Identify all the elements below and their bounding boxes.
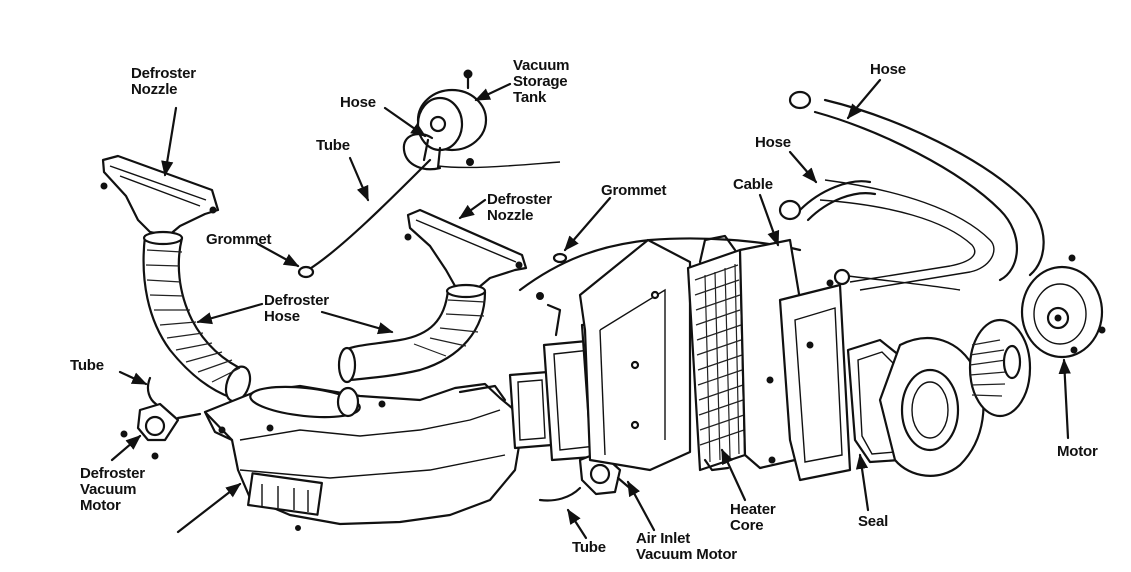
heater-housing bbox=[203, 382, 522, 531]
label-tube-left: Tube bbox=[70, 357, 104, 374]
label-motor: Motor bbox=[1057, 443, 1098, 460]
label-cable: Cable bbox=[733, 176, 773, 193]
label-heater-core: Heater Core bbox=[730, 501, 776, 534]
label-defroster-nozzle-left: Defroster Nozzle bbox=[131, 65, 196, 98]
defroster-vacuum-motor bbox=[120, 376, 202, 460]
leader-arrows bbox=[110, 78, 1071, 540]
label-tube-top: Tube bbox=[316, 137, 350, 154]
label-grommet-left: Grommet bbox=[206, 231, 272, 248]
large-air-hoses bbox=[798, 98, 1045, 291]
label-defroster-hose: Defroster Hose bbox=[264, 292, 329, 325]
center-defroster-hose bbox=[337, 283, 487, 384]
label-defroster-vacuum-motor: Defroster Vacuum Motor bbox=[80, 465, 145, 514]
label-hose-top-right: Hose bbox=[870, 61, 906, 78]
label-hose-mid-right: Hose bbox=[755, 134, 791, 151]
tube-grommet bbox=[297, 265, 315, 279]
rear-case bbox=[738, 238, 852, 482]
tank-tube bbox=[298, 158, 432, 276]
heater-case bbox=[578, 238, 692, 472]
label-seal: Seal bbox=[858, 513, 889, 530]
label-air-inlet-vacuum-motor: Air Inlet Vacuum Motor bbox=[636, 530, 737, 563]
label-grommet-top: Grommet bbox=[601, 182, 667, 199]
blower-housing bbox=[878, 337, 985, 477]
blower-motor bbox=[1020, 254, 1106, 359]
label-hose-top-left: Hose bbox=[340, 94, 376, 111]
label-vacuum-storage-tank: Vacuum Storage Tank bbox=[513, 57, 570, 106]
blower-wheel bbox=[968, 318, 1032, 418]
center-defroster-nozzle bbox=[404, 208, 528, 290]
left-defroster-nozzle bbox=[100, 154, 220, 238]
heater-core bbox=[686, 234, 747, 472]
hose-clamps bbox=[778, 90, 851, 286]
left-defroster-hose bbox=[142, 230, 252, 403]
vacuum-storage-tank bbox=[416, 69, 488, 170]
label-defroster-nozzle-center: Defroster Nozzle bbox=[487, 191, 552, 224]
label-tube-bottom: Tube bbox=[572, 539, 606, 556]
